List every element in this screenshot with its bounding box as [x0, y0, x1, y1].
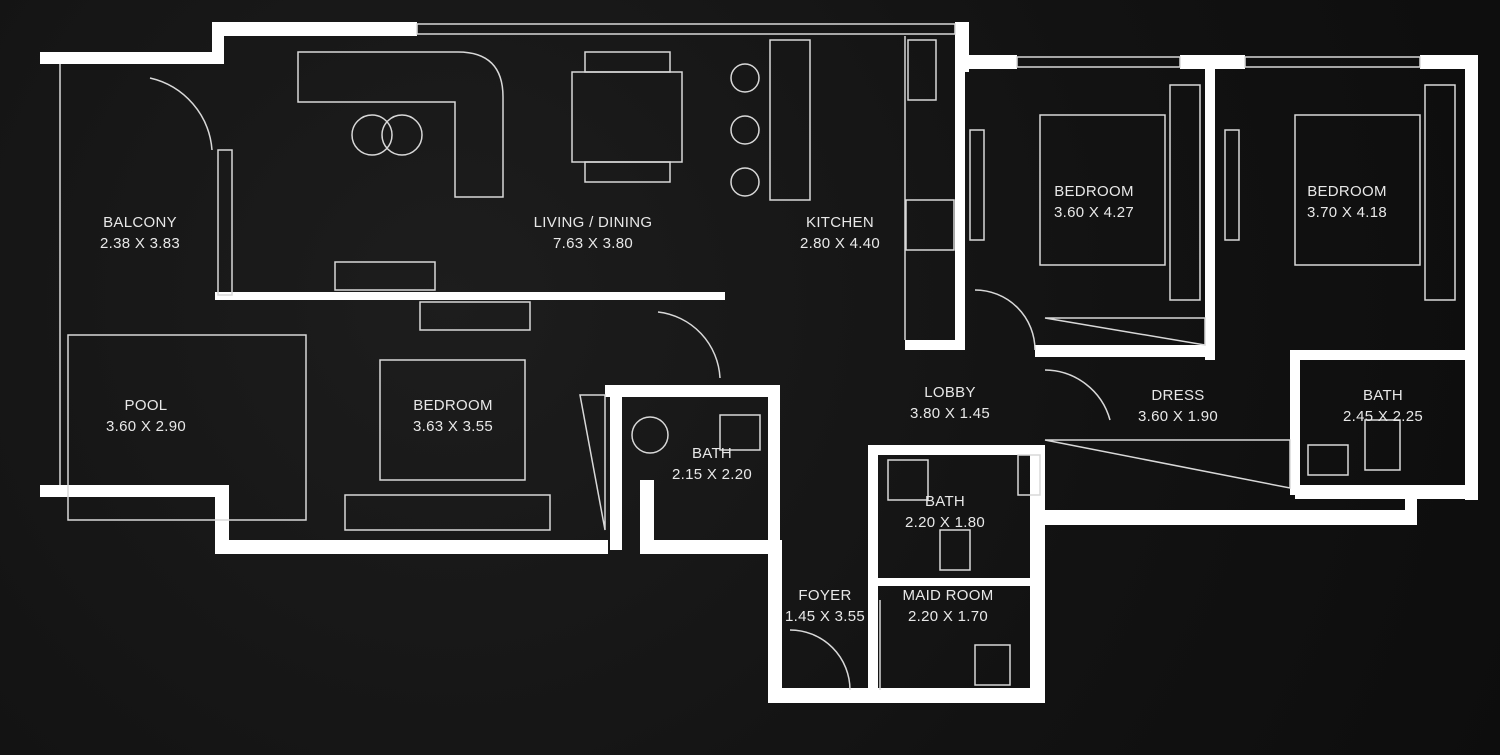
fixtures-lines — [59, 23, 1456, 691]
walls — [40, 22, 1478, 703]
